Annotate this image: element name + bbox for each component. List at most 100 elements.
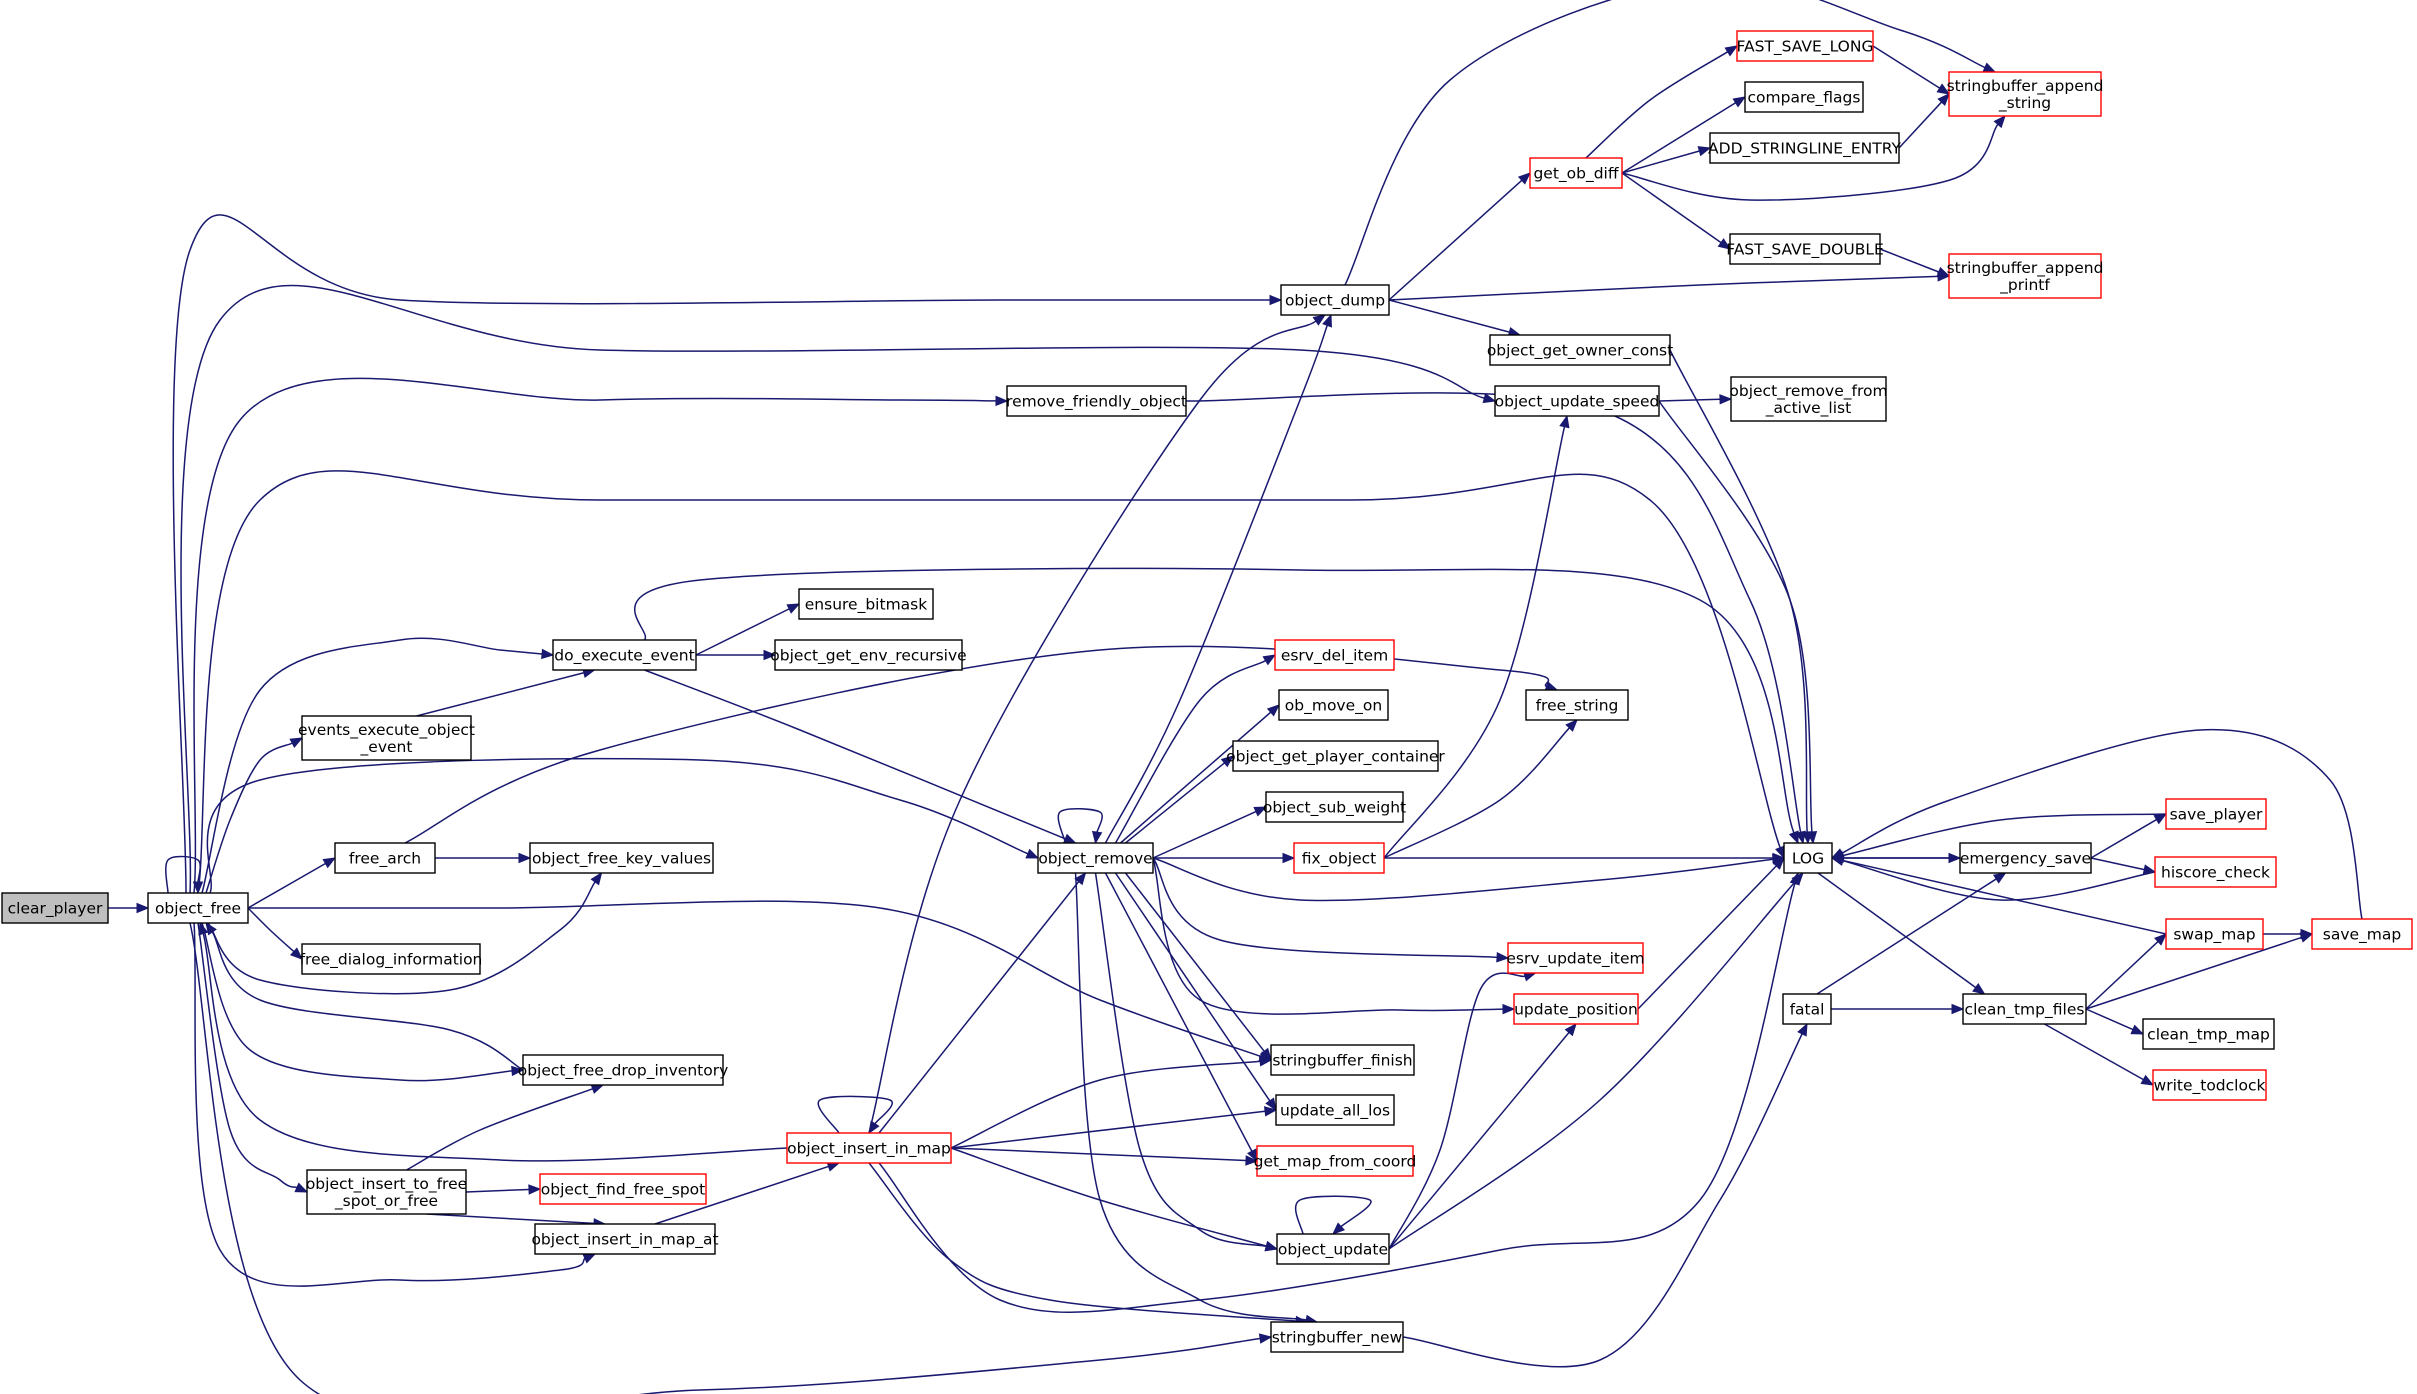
function-node-object-dump[interactable]: object_dump (1280, 284, 1390, 316)
function-node-fatal[interactable]: fatal (1782, 993, 1832, 1025)
call-edge-line (1152, 857, 1774, 902)
function-node-update-all-los[interactable]: update_all_los (1275, 1094, 1395, 1126)
call-edge-fix_object-object_update_speed (1383, 414, 1570, 859)
function-node-object-sub-weight[interactable]: object_sub_weight (1263, 791, 1406, 823)
arrowhead-icon (1265, 1097, 1277, 1112)
function-node-free-string[interactable]: free_string (1525, 689, 1629, 721)
node-label: FAST_SAVE_DOUBLE (1726, 241, 1884, 260)
function-node-fast-save-double[interactable]: FAST_SAVE_DOUBLE (1726, 233, 1884, 265)
arrowhead-icon (289, 947, 303, 960)
function-node-object-get-env-recursive[interactable]: object_get_env_recursive (770, 639, 967, 671)
function-node-stringbuffer-new[interactable]: stringbuffer_new (1270, 1321, 1404, 1353)
arrowhead-icon (136, 902, 150, 914)
call-edge-clean_tmp_files-write_todclock (2044, 1023, 2155, 1086)
call-edge-line (404, 645, 1550, 844)
call-edge-object_free-object_insert_to_free_spot_or_free (197, 922, 309, 1193)
function-node-object-remove[interactable]: object_remove (1037, 842, 1154, 874)
function-node-save-map[interactable]: save_map (2311, 918, 2413, 950)
function-node-clean-tmp-map[interactable]: clean_tmp_map (2142, 1018, 2275, 1050)
call-edge-line (1621, 150, 1700, 174)
arrowhead-icon (1797, 1022, 1808, 1037)
call-edge-line (868, 1162, 1297, 1322)
function-node-ensure-bitmask[interactable]: ensure_bitmask (798, 588, 934, 620)
function-node-add-stringline-entry[interactable]: ADD_STRINGLINE_ENTRY (1708, 132, 1901, 164)
call-edge-fatal-clean_tmp_files (1831, 1003, 1965, 1015)
arrowhead-icon (1772, 852, 1786, 864)
arrowhead-icon (528, 1184, 542, 1195)
function-node-object-update-speed[interactable]: object_update_speed (1494, 385, 1660, 417)
function-node-stringbuffer-append-string[interactable]: stringbuffer_append_string (1947, 71, 2104, 117)
function-node-object-insert-in-map-at[interactable]: object_insert_in_map_at (531, 1223, 719, 1255)
node-label: save_map (2323, 926, 2401, 945)
node-box (1783, 842, 1833, 874)
function-node-stringbuffer-append-printf[interactable]: stringbuffer_append_printf (1947, 253, 2104, 299)
arrowhead-icon (2299, 932, 2314, 943)
function-node-get-ob-diff[interactable]: get_ob_diff (1529, 157, 1623, 189)
call-edge-emergency_save-LOG (1830, 852, 1960, 864)
arrowhead-icon (1795, 830, 1806, 845)
call-edge-get_ob_diff-FAST_SAVE_DOUBLE (1621, 172, 1732, 250)
function-node-update-position[interactable]: update_position (1513, 993, 1639, 1025)
node-box (1494, 385, 1660, 417)
function-node-free-dialog-information[interactable]: free_dialog_information (300, 943, 483, 975)
node-label: object_find_free_spot (541, 1181, 705, 1200)
call-edge-events_execute_object_event-do_execute_event (416, 667, 596, 717)
function-node-emergency-save[interactable]: emergency_save (1959, 842, 2092, 874)
node-label: object_remove_from (1729, 382, 1887, 401)
function-node-object-free[interactable]: object_free (147, 892, 249, 924)
function-node-swap-map[interactable]: swap_map (2165, 918, 2264, 950)
function-node-esrv-del-item[interactable]: esrv_del_item (1274, 639, 1395, 671)
node-box (1265, 791, 1404, 823)
function-node-events-execute-object-event[interactable]: events_execute_object_event (298, 715, 475, 761)
call-edge-object_dump-object_get_owner_const (1388, 299, 1522, 338)
node-label: _string (1998, 94, 2051, 113)
function-node-object-get-player-container[interactable]: object_get_player_container (1226, 740, 1445, 772)
function-node-object-insert-in-map[interactable]: object_insert_in_map (786, 1132, 952, 1164)
function-node-object-insert-to-free-spot-or-free[interactable]: object_insert_to_free_spot_or_free (306, 1169, 467, 1215)
function-node-object-update[interactable]: object_update (1276, 1233, 1390, 1265)
call-edge-clear_player-object_free (108, 902, 150, 914)
arrowhead-icon (2130, 1024, 2145, 1035)
call-edge-line (1898, 101, 1943, 149)
node-label: object_sub_weight (1263, 799, 1406, 818)
call-edge-line (406, 1088, 593, 1171)
call-edge-line (1383, 426, 1566, 859)
function-node-write-todclock[interactable]: write_todclock (2152, 1069, 2267, 1101)
call-edge-line (1585, 51, 1729, 159)
function-node-ob-move-on[interactable]: ob_move_on (1278, 689, 1389, 721)
function-node-clean-tmp-files[interactable]: clean_tmp_files (1962, 993, 2087, 1025)
function-node-object-free-key-values[interactable]: object_free_key_values (529, 842, 714, 874)
call-edge-do_execute_event-object_remove (644, 669, 1077, 844)
function-node-free-arch[interactable]: free_arch (334, 842, 436, 874)
call-edge-remove_friendly_object-LOG (1185, 392, 1806, 845)
call-edge-object_remove-esrv_update_item (1152, 857, 1510, 963)
call-edge-emergency_save-save_player (2090, 813, 2168, 859)
node-label: free_string (1536, 697, 1619, 716)
function-node-object-get-owner-const[interactable]: object_get_owner_const (1487, 334, 1673, 366)
node-label: compare_flags (1748, 89, 1861, 108)
call-edge-line (1879, 248, 1940, 273)
function-node-hiscore-check[interactable]: hiscore_check (2154, 856, 2277, 888)
call-edge-line (1388, 179, 1523, 301)
function-node-esrv-update-item[interactable]: esrv_update_item (1506, 942, 1645, 974)
function-node-fix-object[interactable]: fix_object (1293, 842, 1385, 874)
function-node-remove-friendly-object[interactable]: remove_friendly_object (1006, 385, 1187, 417)
function-node-log[interactable]: LOG (1783, 842, 1833, 874)
function-node-save-player[interactable]: save_player (2165, 798, 2267, 830)
call-edge-object_free-object_dump (172, 214, 1283, 894)
node-box (1256, 1145, 1414, 1177)
function-node-do-execute-event[interactable]: do_execute_event (552, 639, 697, 671)
arrowhead-icon (1266, 704, 1280, 717)
arrowhead-icon (1263, 1106, 1278, 1117)
function-node-object-find-free-spot[interactable]: object_find_free_spot (539, 1173, 707, 1205)
node-label: update_position (1514, 1001, 1638, 1020)
call-edge-object_dump-get_ob_diff (1388, 172, 1531, 301)
function-node-compare-flags[interactable]: compare_flags (1744, 81, 1864, 113)
function-node-object-remove-from-active-list[interactable]: object_remove_from_active_list (1729, 376, 1888, 422)
function-node-get-map-from-coord[interactable]: get_map_from_coord (1254, 1145, 1417, 1177)
call-edge-clean_tmp_files-clean_tmp_map (2085, 1008, 2145, 1035)
function-node-object-free-drop-inventory[interactable]: object_free_drop_inventory (518, 1054, 729, 1086)
function-node-fast-save-long[interactable]: FAST_SAVE_LONG (1736, 30, 1874, 62)
call-edge-line (1841, 728, 2363, 920)
function-node-stringbuffer-finish[interactable]: stringbuffer_finish (1270, 1044, 1415, 1076)
